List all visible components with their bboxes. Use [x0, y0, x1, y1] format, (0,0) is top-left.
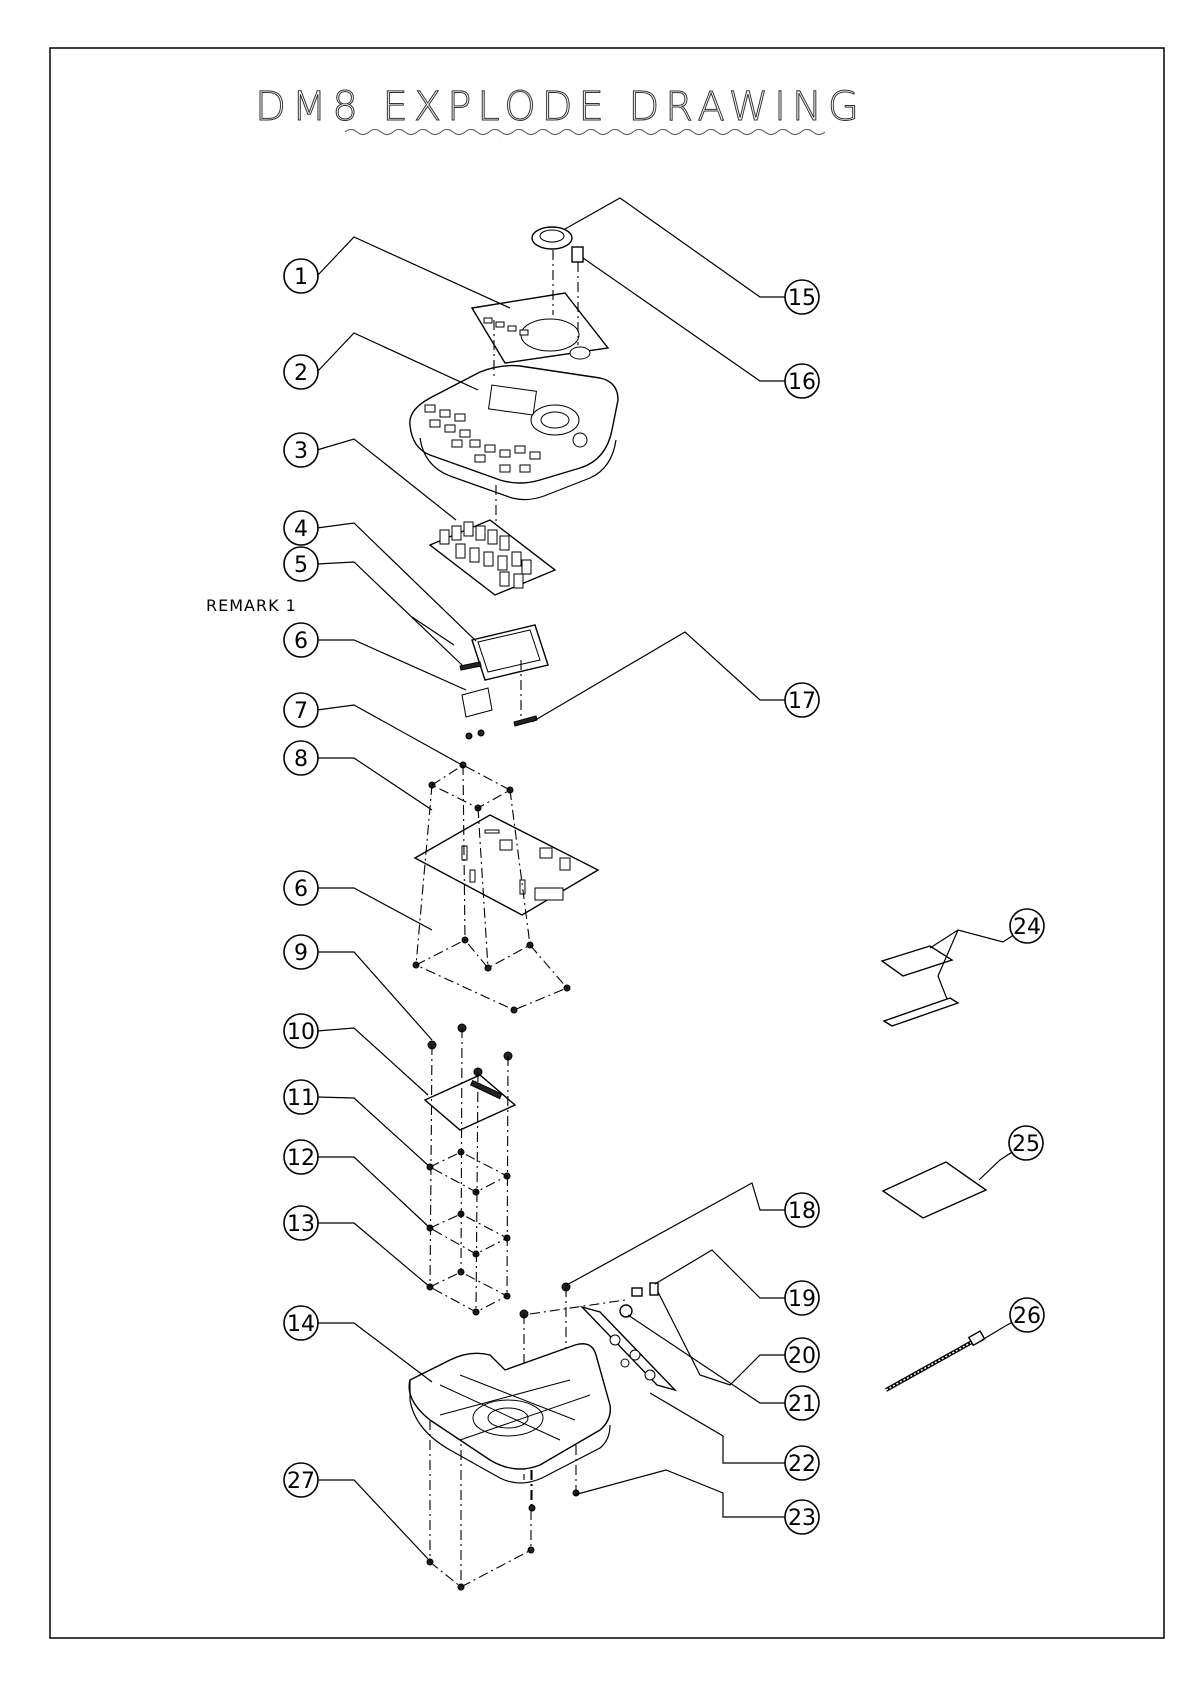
svg-text:17: 17 — [788, 689, 816, 714]
callout-5: 5 — [284, 547, 318, 581]
svg-text:22: 22 — [788, 1452, 816, 1477]
svg-text:20: 20 — [788, 1344, 816, 1369]
callout-6a: 6 — [284, 623, 318, 657]
svg-text:14: 14 — [287, 1312, 315, 1337]
callout-15: 15 — [785, 280, 819, 314]
callout-25: 25 — [1009, 1126, 1043, 1160]
svg-text:21: 21 — [788, 1392, 816, 1417]
svg-text:4: 4 — [294, 517, 308, 542]
remark-label: REMARK 1 — [206, 596, 297, 615]
svg-text:24: 24 — [1013, 915, 1041, 940]
svg-text:25: 25 — [1012, 1132, 1040, 1157]
svg-text:5: 5 — [294, 553, 308, 578]
callout-10: 10 — [284, 1014, 318, 1048]
callout-8: 8 — [284, 741, 318, 775]
svg-text:18: 18 — [788, 1199, 816, 1224]
svg-text:1: 1 — [294, 265, 308, 290]
callout-1: 1 — [284, 259, 318, 293]
drawing-title: DM8 EXPLODE DRAWING — [255, 84, 865, 130]
svg-text:11: 11 — [287, 1086, 315, 1111]
callout-13: 13 — [284, 1206, 318, 1240]
callout-18: 18 — [785, 1193, 819, 1227]
svg-text:6: 6 — [294, 629, 308, 654]
callout-22: 22 — [785, 1446, 819, 1480]
callout-19: 19 — [785, 1281, 819, 1315]
nut-part — [620, 1305, 632, 1317]
callout-6b: 6 — [284, 871, 318, 905]
svg-text:15: 15 — [788, 286, 816, 311]
svg-text:27: 27 — [287, 1469, 315, 1494]
svg-text:3: 3 — [294, 439, 308, 464]
callout-12: 12 — [284, 1140, 318, 1174]
callout-20: 20 — [785, 1338, 819, 1372]
svg-text:19: 19 — [788, 1287, 816, 1312]
callout-27: 27 — [284, 1463, 318, 1497]
callout-24: 24 — [1010, 909, 1044, 943]
svg-text:23: 23 — [788, 1506, 816, 1531]
svg-text:6: 6 — [294, 877, 308, 902]
small-knob-part — [572, 247, 583, 262]
callout-21: 21 — [785, 1386, 819, 1420]
callout-11: 11 — [284, 1080, 318, 1114]
svg-text:8: 8 — [294, 747, 308, 772]
callout-2: 2 — [284, 355, 318, 389]
jack-part — [632, 1288, 642, 1296]
svg-text:7: 7 — [294, 699, 308, 724]
callout-16: 16 — [785, 364, 819, 398]
callout-3: 3 — [284, 433, 318, 467]
callout-4: 4 — [284, 511, 318, 545]
svg-text:9: 9 — [294, 941, 308, 966]
svg-text:2: 2 — [294, 361, 308, 386]
svg-text:12: 12 — [287, 1146, 315, 1171]
svg-text:26: 26 — [1013, 1304, 1041, 1329]
callout-7: 7 — [284, 693, 318, 727]
callout-17: 17 — [785, 683, 819, 717]
callout-23: 23 — [785, 1500, 819, 1534]
callout-9: 9 — [284, 935, 318, 969]
callout-14: 14 — [284, 1306, 318, 1340]
svg-text:10: 10 — [287, 1020, 315, 1045]
svg-text:16: 16 — [788, 370, 816, 395]
callout-26: 26 — [1010, 1298, 1044, 1332]
svg-text:13: 13 — [287, 1212, 315, 1237]
